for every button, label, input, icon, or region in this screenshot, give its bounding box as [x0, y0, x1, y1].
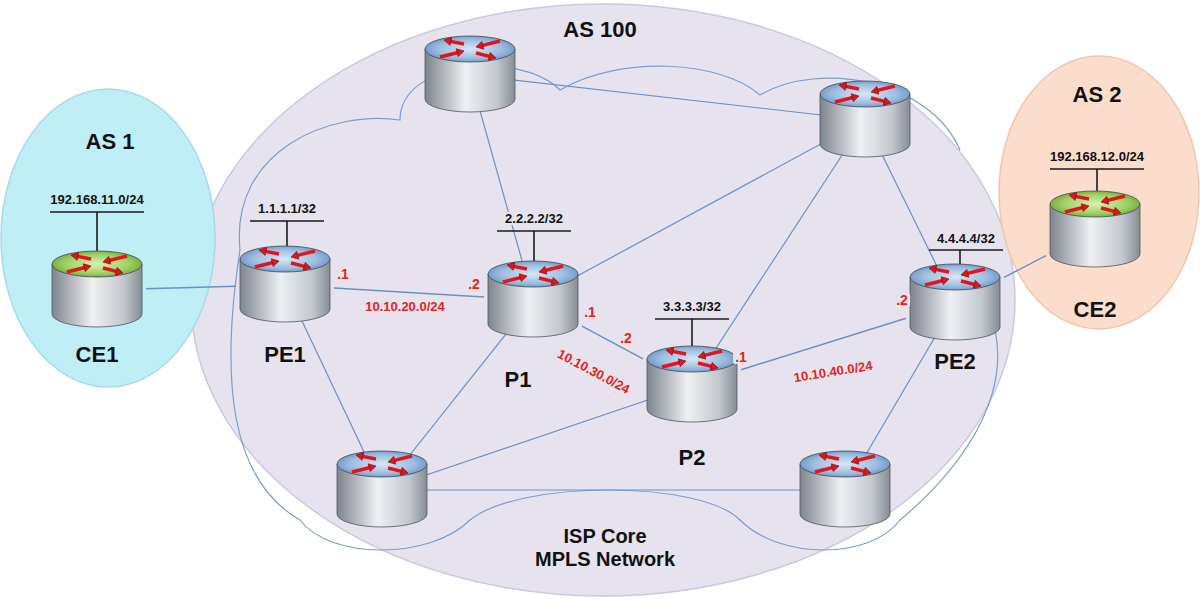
network-stem — [959, 250, 961, 264]
interface-address: .1 — [582, 305, 598, 319]
router-icon — [909, 263, 1001, 343]
router-name: CE2 — [1074, 297, 1117, 322]
router-icon — [239, 245, 331, 325]
router-symbol — [1050, 191, 1140, 267]
router-name: CE1 — [76, 342, 119, 367]
network-stem — [1096, 169, 1098, 191]
router-icon — [800, 451, 890, 527]
as-region: AS 100ISP Core MPLS Network PE1P1P2 PE2 — [190, 3, 1016, 597]
router-node: P1 — [484, 258, 582, 396]
router-icon — [820, 81, 910, 157]
loopback-address: 3.3.3.3/32 — [661, 300, 723, 313]
core-link — [382, 489, 845, 490]
network-stem — [286, 221, 288, 246]
network-stem — [96, 212, 98, 251]
as-region: AS 2 CE2 — [998, 55, 1200, 330]
router-node: PE1 — [236, 243, 334, 371]
router-symbol — [910, 264, 1000, 340]
loopback-address: 2.2.2.2/32 — [503, 212, 565, 225]
router-name: P2 — [679, 445, 706, 470]
router-icon — [1049, 190, 1141, 270]
region-fill — [1, 89, 215, 387]
region-caption: ISP Core MPLS Network — [534, 525, 677, 571]
subnet-label: 10.10.40.0/24 — [791, 359, 876, 387]
region-fill — [999, 56, 1199, 329]
region-fill — [191, 4, 1015, 596]
network-bar — [929, 249, 1003, 251]
network-address: 192.168.11.0/24 — [48, 193, 145, 206]
network-address: 192.168.12.0/24 — [1048, 150, 1146, 163]
router-node: P2 — [643, 343, 741, 474]
region-title: AS 2 — [1073, 82, 1122, 107]
router-icon — [425, 36, 515, 112]
router-icon — [646, 345, 738, 425]
interface-address: .2 — [618, 331, 634, 345]
interface-address: .1 — [335, 267, 351, 281]
network-stem — [691, 319, 693, 346]
region-title: AS 1 — [86, 129, 135, 154]
router-symbol — [647, 346, 737, 422]
router-node: CE2 — [1046, 188, 1144, 326]
interface-address: .1 — [733, 350, 749, 364]
router-icon — [337, 451, 427, 527]
router-symbol — [240, 246, 330, 322]
region-title: AS 100 — [563, 17, 636, 42]
interface-address: .2 — [466, 277, 482, 291]
subnet-label: 10.10.30.0/24 — [553, 346, 634, 398]
loopback-address: 4.4.4.4/32 — [935, 232, 997, 245]
router-symbol — [488, 261, 578, 337]
router-name: P1 — [505, 367, 532, 392]
as-region: AS 1 CE1 — [0, 88, 216, 388]
router-node: PE2 — [906, 261, 1004, 378]
router-icon — [51, 250, 143, 330]
interface-address: .2 — [894, 293, 910, 307]
network-stem — [533, 231, 535, 261]
router-node: CE1 — [48, 248, 146, 371]
router-symbol — [52, 251, 142, 327]
loopback-address: 1.1.1.1/32 — [256, 202, 318, 215]
router-name: PE2 — [934, 349, 976, 374]
router-icon — [487, 260, 579, 340]
router-name: PE1 — [264, 342, 306, 367]
subnet-label: 10.10.20.0/24 — [363, 300, 447, 315]
